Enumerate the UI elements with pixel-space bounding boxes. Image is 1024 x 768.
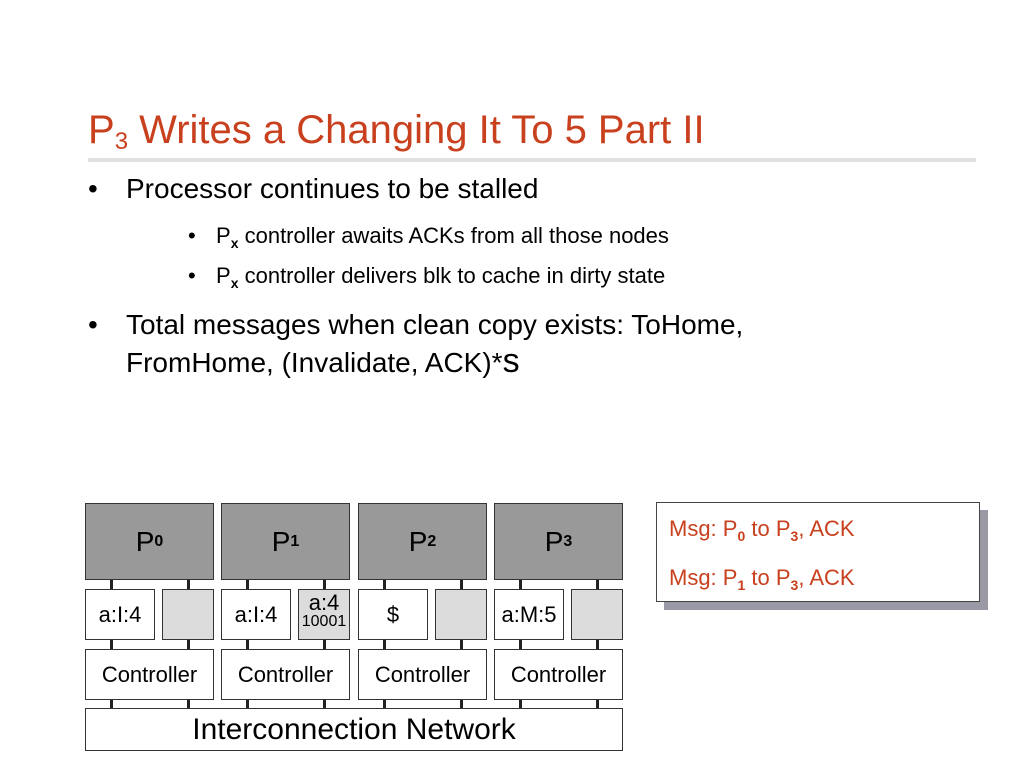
- connector: [596, 640, 599, 649]
- message-p0-ack: Msg: P0 to P3, ACK: [669, 516, 855, 544]
- connector: [323, 640, 326, 649]
- sub-bullet-delivers-blk: •Px controller delivers blk to cache in …: [188, 263, 666, 291]
- connector: [460, 700, 463, 708]
- memory-p2: [435, 589, 487, 640]
- connector: [323, 580, 326, 589]
- connector: [596, 580, 599, 589]
- bullet-processor-stalled: •Processor continues to be stalled: [88, 173, 539, 204]
- interconnection-network: Interconnection Network: [85, 708, 623, 751]
- controller-p1: Controller: [221, 649, 350, 700]
- directory-p1: a:4 10001: [298, 589, 350, 640]
- controller-p0: Controller: [85, 649, 214, 700]
- connector: [383, 580, 386, 589]
- connector: [110, 580, 113, 589]
- connector: [187, 640, 190, 649]
- connector: [246, 700, 249, 708]
- bullet-total-messages: •Total messages when clean copy exists: …: [88, 309, 744, 380]
- cache-p2: $: [358, 589, 428, 640]
- connector: [323, 700, 326, 708]
- title-divider: [88, 158, 976, 162]
- connector: [110, 700, 113, 708]
- connector: [519, 580, 522, 589]
- cache-p3: a:M:5: [494, 589, 564, 640]
- connector: [460, 580, 463, 589]
- cache-p0: a:I:4: [85, 589, 155, 640]
- memory-p0: [162, 589, 214, 640]
- cache-p1: a:I:4: [221, 589, 291, 640]
- connector: [383, 640, 386, 649]
- connector: [246, 640, 249, 649]
- message-box: Msg: P0 to P3, ACK Msg: P1 to P3, ACK: [656, 502, 980, 602]
- message-p1-ack: Msg: P1 to P3, ACK: [669, 565, 855, 593]
- memory-p3: [571, 589, 623, 640]
- connector: [519, 700, 522, 708]
- slide-title: P3 Writes a Changing It To 5 Part II: [88, 108, 705, 155]
- connector: [460, 640, 463, 649]
- controller-p3: Controller: [494, 649, 623, 700]
- connector: [187, 700, 190, 708]
- connector: [596, 700, 599, 708]
- connector: [246, 580, 249, 589]
- connector: [187, 580, 190, 589]
- controller-p2: Controller: [358, 649, 487, 700]
- connector: [519, 640, 522, 649]
- sub-bullet-awaits-acks: •Px controller awaits ACKs from all thos…: [188, 223, 669, 251]
- connector: [110, 640, 113, 649]
- connector: [383, 700, 386, 708]
